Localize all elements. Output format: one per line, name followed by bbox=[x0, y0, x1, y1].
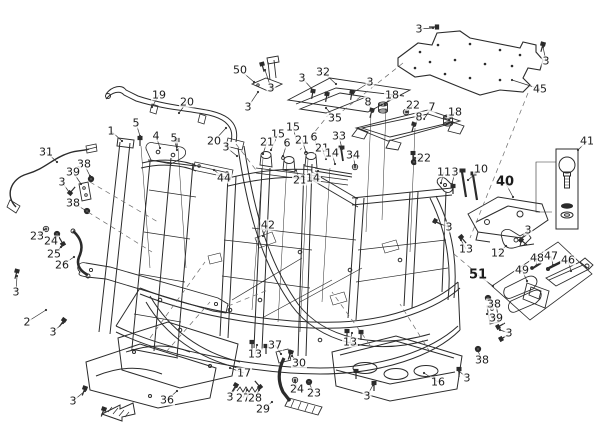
hitch-ball-41-drawing bbox=[535, 148, 579, 230]
part-callout-1: 1 bbox=[106, 124, 116, 138]
part-callout-31: 31 bbox=[38, 145, 54, 159]
part-callout-26: 26 bbox=[54, 258, 70, 272]
part-callout-3: 3 bbox=[57, 175, 67, 189]
hitch-kit-51-drawing bbox=[491, 241, 594, 321]
part-callout-3: 3 bbox=[541, 54, 551, 68]
part-callout-32: 32 bbox=[315, 65, 331, 79]
part-callout-3: 3 bbox=[450, 165, 460, 179]
part-callout-5: 5 bbox=[169, 131, 179, 145]
part-callout-14: 14 bbox=[324, 146, 340, 160]
part-callout-29: 29 bbox=[255, 402, 271, 416]
part-callout-11: 11 bbox=[436, 165, 452, 179]
cable-drawing bbox=[6, 143, 98, 214]
left-hardware-drawing bbox=[12, 175, 229, 329]
part-callout-28: 28 bbox=[247, 391, 263, 405]
part-callout-38: 38 bbox=[486, 297, 502, 311]
part-callout-3: 3 bbox=[504, 326, 514, 340]
part-callout-18: 18 bbox=[447, 105, 463, 119]
part-callout-3: 3 bbox=[362, 389, 372, 403]
part-callout-16: 16 bbox=[430, 375, 446, 389]
part-callout-3: 3 bbox=[11, 285, 21, 299]
part-callout-20: 20 bbox=[206, 134, 222, 148]
part-callout-3: 3 bbox=[221, 140, 231, 154]
part-callout-4: 4 bbox=[151, 129, 161, 143]
part-callout-37: 37 bbox=[267, 338, 283, 352]
pedal-group-drawing bbox=[229, 348, 323, 416]
part-callout-50: 50 bbox=[232, 63, 248, 77]
part-callout-22: 22 bbox=[405, 98, 421, 112]
part-callout-39: 39 bbox=[488, 311, 504, 325]
part-callout-30: 30 bbox=[291, 356, 307, 370]
part-callout-42: 42 bbox=[260, 218, 276, 232]
part-callout-6: 6 bbox=[282, 136, 292, 150]
part-callout-3: 3 bbox=[48, 325, 58, 339]
part-callout-3: 3 bbox=[266, 81, 276, 95]
part-callout-21: 21 bbox=[259, 135, 275, 149]
part-callout-15: 15 bbox=[285, 120, 301, 134]
part-callout-23: 23 bbox=[29, 229, 45, 243]
part-callout-23: 23 bbox=[306, 386, 322, 400]
part-callout-17: 17 bbox=[236, 366, 252, 380]
part-callout-6: 6 bbox=[309, 130, 319, 144]
part-callout-51: 51 bbox=[467, 267, 489, 283]
part-callout-24: 24 bbox=[43, 234, 59, 248]
part-callout-20: 20 bbox=[179, 95, 195, 109]
part-callout-3: 3 bbox=[297, 71, 307, 85]
part-callout-8: 8 bbox=[414, 110, 424, 124]
part-callout-22: 22 bbox=[416, 151, 432, 165]
part-callout-3: 3 bbox=[225, 390, 235, 404]
part-callout-25: 25 bbox=[46, 247, 62, 261]
projection-lines bbox=[87, 62, 529, 353]
part-callout-7: 7 bbox=[427, 100, 437, 114]
part-callout-14: 14 bbox=[305, 171, 321, 185]
panel-45-drawing bbox=[397, 24, 546, 96]
part-callout-49: 49 bbox=[514, 263, 530, 277]
part-callout-44: 44 bbox=[216, 171, 232, 185]
part-callout-3: 3 bbox=[365, 75, 375, 89]
part-callout-3: 3 bbox=[414, 22, 424, 36]
part-callout-41: 41 bbox=[579, 134, 595, 148]
part-callout-47: 47 bbox=[543, 249, 559, 263]
part-callout-15: 15 bbox=[270, 127, 286, 141]
part-callout-8: 8 bbox=[363, 95, 373, 109]
part-callout-18: 18 bbox=[384, 88, 400, 102]
part-callout-10: 10 bbox=[473, 162, 489, 176]
skid-plate-16-drawing bbox=[331, 328, 463, 402]
part-callout-45: 45 bbox=[532, 82, 548, 96]
part-callout-19: 19 bbox=[151, 88, 167, 102]
part-callout-48: 48 bbox=[529, 251, 545, 265]
part-callout-13: 13 bbox=[342, 335, 358, 349]
part-callout-38: 38 bbox=[474, 353, 490, 367]
part-callout-38: 38 bbox=[65, 196, 81, 210]
part-callout-21: 21 bbox=[294, 133, 310, 147]
carrier-7-drawing bbox=[351, 101, 465, 166]
part-callout-34: 34 bbox=[345, 148, 361, 162]
part-callout-35: 35 bbox=[327, 111, 343, 125]
part-callout-27: 27 bbox=[235, 391, 251, 405]
part-callout-2: 2 bbox=[22, 315, 32, 329]
part-callout-21: 21 bbox=[314, 141, 330, 155]
part-callout-3: 3 bbox=[444, 220, 454, 234]
part-callout-5: 5 bbox=[131, 116, 141, 130]
part-callout-40: 40 bbox=[494, 174, 516, 190]
skid-plate-17-36-drawing bbox=[79, 321, 269, 422]
part-callout-13: 13 bbox=[247, 347, 263, 361]
part-callout-46: 46 bbox=[560, 253, 576, 267]
part-callout-3: 3 bbox=[243, 100, 253, 114]
part-callout-24: 24 bbox=[289, 382, 305, 396]
part-callout-39: 39 bbox=[65, 165, 81, 179]
part-callout-12: 12 bbox=[490, 246, 506, 260]
part-callout-36: 36 bbox=[159, 393, 175, 407]
part-callout-13: 13 bbox=[458, 242, 474, 256]
part-callout-38: 38 bbox=[76, 157, 92, 171]
chassis-frame-drawing bbox=[115, 107, 461, 375]
part-callout-21: 21 bbox=[292, 173, 308, 187]
part-callout-3: 3 bbox=[68, 394, 78, 408]
part-callout-3: 3 bbox=[523, 223, 533, 237]
part-callout-3: 3 bbox=[462, 371, 472, 385]
part-callout-33: 33 bbox=[331, 129, 347, 143]
